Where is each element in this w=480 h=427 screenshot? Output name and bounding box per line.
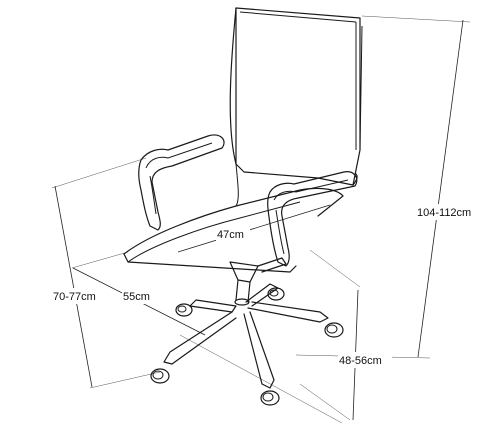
seat-height-label: 48-56cm	[339, 355, 382, 367]
caster-right	[324, 322, 344, 338]
armrest-height-label: 70-77cm	[53, 291, 96, 303]
caster-left	[175, 303, 193, 317]
total-height-label: 104-112cm	[417, 207, 471, 219]
backrest	[229, 7, 363, 186]
seat	[123, 163, 344, 273]
caster-back	[267, 287, 285, 301]
dimension-lines	[54, 19, 464, 421]
left-armrest	[138, 134, 225, 231]
casters	[150, 287, 344, 406]
right-armrest	[267, 171, 358, 267]
caster-front-left	[150, 368, 170, 384]
extension-lines	[51, 15, 471, 424]
seat-width-label: 47cm	[217, 229, 244, 241]
depth-label: 55cm	[123, 291, 150, 303]
gas-lift	[229, 257, 287, 306]
dimension-labels: 104-112cm 70-77cm 55cm 47cm 48-56cm	[52, 204, 476, 368]
caster-front	[260, 390, 280, 406]
